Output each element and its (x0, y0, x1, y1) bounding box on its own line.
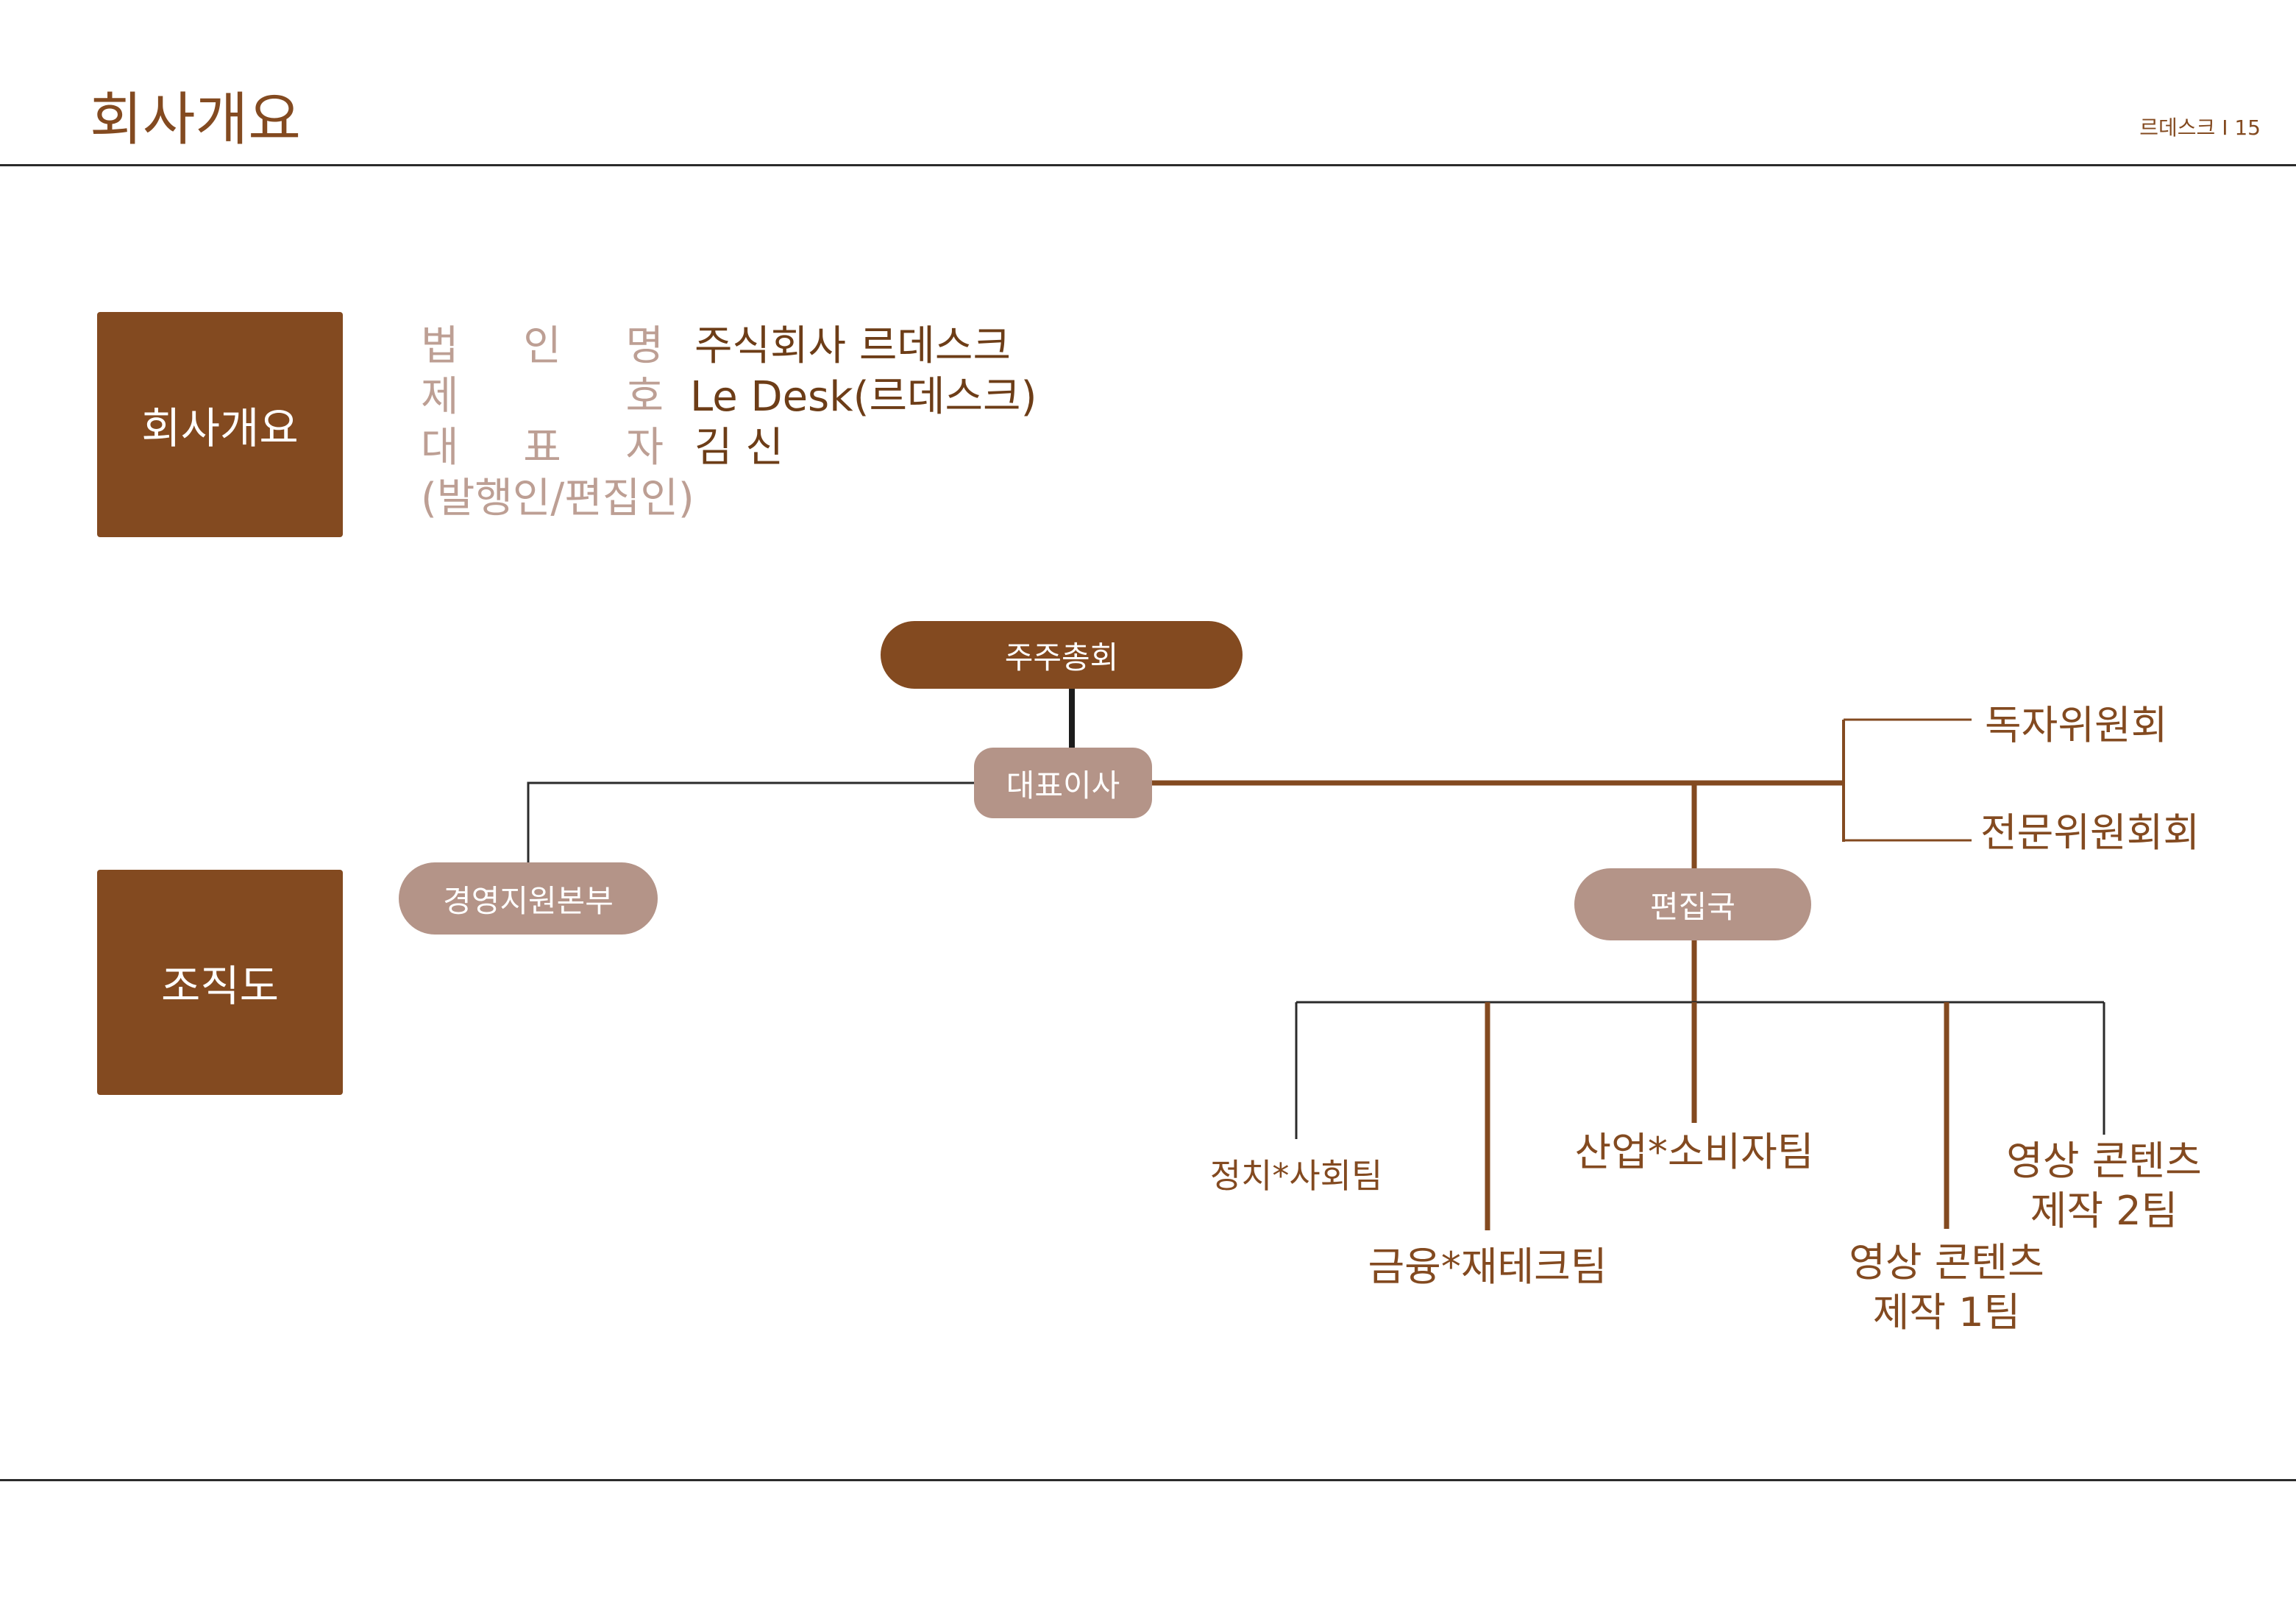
info-row-ceo: 대 표 자 김 신 (421, 422, 1037, 473)
page-marker: 르데스크 I 15 (2139, 116, 2261, 140)
company-info: 법 인 명 주식회사 르데스크 제 호 Le Desk(르데스크) 대 표 자 … (421, 321, 1037, 524)
info-row-company-name: 법 인 명 주식회사 르데스크 (421, 321, 1037, 372)
info-label: 제 호 (421, 373, 664, 421)
info-value: 주식회사 르데스크 (694, 322, 1011, 370)
node-committee-experts: 전문위원회회 (1980, 809, 2200, 856)
node-committee-readers: 독자위원회 (1985, 702, 2168, 748)
org-section-label: 조직도 (160, 961, 280, 1011)
info-value: 김 신 (694, 424, 783, 472)
info-row-brand-name: 제 호 Le Desk(르데스크) (421, 372, 1037, 422)
info-sub-label: (발행인/편집인) (421, 475, 694, 522)
overview-section-box: 회사개요 (97, 312, 343, 537)
connector-ceo-management (527, 781, 975, 864)
overview-section-label: 회사개요 (141, 403, 299, 453)
node-editorial: 편집국 (1574, 868, 1811, 940)
node-team-politics: 정치*사회팀 (1209, 1156, 1383, 1196)
info-value: Le Desk(르데스크) (690, 373, 1037, 421)
node-team-video1: 영상 콘텐츠 제작 1팀 (1849, 1239, 2044, 1336)
node-shareholders: 주주총회 (881, 621, 1243, 689)
node-team-video2: 영상 콘텐츠 제작 2팀 (2006, 1138, 2202, 1234)
node-team-finance: 금융*재테크팀 (1368, 1244, 1607, 1290)
info-label: 법 인 명 (421, 322, 664, 370)
node-team-industry: 산업*소비자팀 (1574, 1129, 1814, 1175)
page-title: 회사개요 (90, 87, 302, 153)
org-section-box: 조직도 (97, 870, 343, 1095)
node-management: 경영지원본부 (399, 862, 658, 935)
info-label: 대 표 자 (421, 424, 664, 472)
header-divider (0, 164, 2296, 166)
footer-divider (0, 1479, 2296, 1481)
node-ceo: 대표이사 (974, 748, 1152, 818)
info-row-sub: (발행인/편집인) (421, 473, 1037, 524)
